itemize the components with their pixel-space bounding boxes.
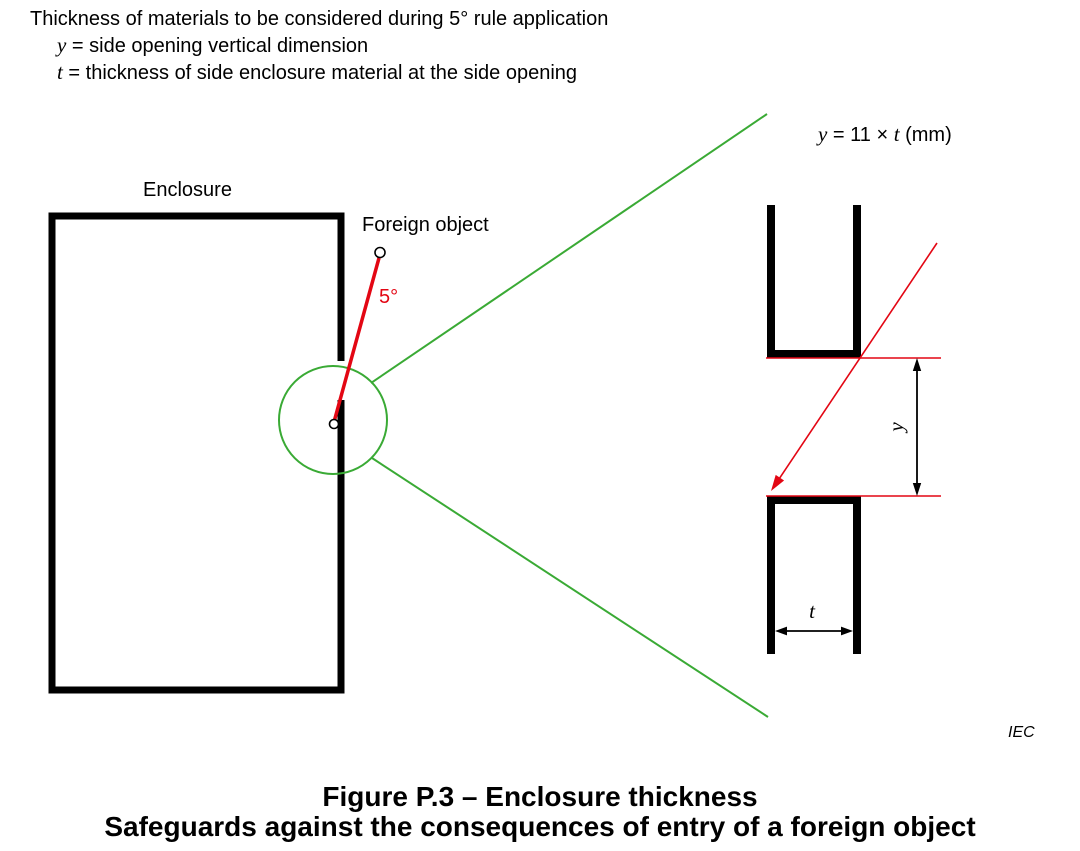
zoom-cone-upper-line: [370, 113, 768, 384]
enclosure-outline: [48, 212, 345, 694]
caption-line2-text: Safeguards against the consequences of e…: [104, 811, 975, 842]
legend-y-variable: y: [55, 33, 67, 57]
foreign-object-top-pivot: [374, 246, 386, 259]
caption-line1: Figure P.3 – Enclosure thickness: [322, 781, 757, 812]
formula-label: y = 11 × t (mm): [816, 122, 952, 146]
red-pointer-line: [778, 242, 938, 479]
legend-y: y = side opening vertical dimension: [55, 33, 368, 57]
y-dimension-label: y: [884, 422, 908, 434]
foreign-object-line: [332, 257, 381, 423]
red-pointer-arrowhead: [771, 474, 785, 491]
t-dimension-label: t: [809, 599, 816, 623]
formula-unit-text: (mm): [900, 124, 952, 146]
enclosure-label: Enclosure: [143, 179, 232, 201]
formula-y-variable: y: [816, 122, 828, 146]
figure-title: Thickness of materials to be considered …: [30, 8, 608, 30]
angle-label: 5°: [379, 286, 398, 308]
formula-t-variable: t: [894, 122, 901, 146]
legend-t-variable: t: [57, 60, 64, 84]
t-dimension-arrowhead-left: [775, 626, 787, 636]
legend-t: t = thickness of side enclosure material…: [57, 60, 577, 84]
zoom-circle: [278, 365, 388, 475]
lower-channel-section: [767, 496, 861, 654]
foreign-object-label-text: Foreign object: [362, 214, 489, 236]
legend-y-definition: = side opening vertical dimension: [66, 35, 368, 57]
legend-t-definition: = thickness of side enclosure material a…: [63, 62, 577, 84]
zoom-cone-lower-line: [371, 457, 769, 718]
y-dimension-label-text: y: [884, 422, 908, 434]
t-dimension-label-text: t: [809, 599, 816, 623]
t-dimension-arrowhead-right: [841, 626, 853, 636]
upper-channel-section: [767, 205, 861, 358]
foreign-object-tip-pivot: [328, 418, 340, 430]
caption-line2: Safeguards against the consequences of e…: [104, 811, 975, 842]
enclosure-label-text: Enclosure: [143, 179, 232, 201]
angle-label-text: 5°: [379, 286, 398, 308]
figure-title-text: Thickness of materials to be considered …: [30, 8, 608, 30]
foreign-object-label: Foreign object: [362, 214, 489, 236]
iec-label-text: IEC: [1008, 724, 1035, 741]
y-dimension-arrowhead-top: [912, 358, 922, 371]
iec-label: IEC: [1008, 724, 1035, 741]
y-dimension-arrowhead-bottom: [912, 483, 922, 496]
caption-line1-text: Figure P.3 – Enclosure thickness: [322, 781, 757, 812]
formula-mid-text: = 11 ×: [827, 124, 893, 146]
